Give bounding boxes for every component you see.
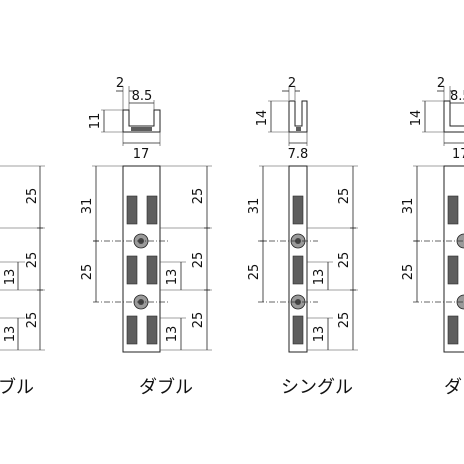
- slot: [126, 255, 138, 285]
- caption-right-partial: ダ: [444, 377, 462, 398]
- slot: [146, 315, 158, 345]
- dimension-pitch-c: 25: [25, 312, 40, 329]
- slot: [126, 195, 138, 225]
- column-single: [258, 165, 318, 353]
- figure-single: 2 14 7.8 31 25: [247, 76, 358, 398]
- caption-double: ダブル: [139, 376, 193, 398]
- dimension-thickness: 2: [116, 76, 124, 91]
- dimension-pitch-a: 25: [25, 188, 40, 205]
- slot: [292, 195, 304, 225]
- dimension-height: 11: [88, 113, 103, 130]
- slot: [447, 315, 459, 345]
- dimension-pitch-c: 25: [191, 312, 206, 329]
- slot: [146, 195, 158, 225]
- dimension-offset-mid: 25: [401, 264, 416, 281]
- figure-double: 2 8.5 11 17: [80, 76, 212, 398]
- caption-left-partial: ブル: [0, 376, 34, 398]
- profile-single: 2 14 7.8: [255, 76, 308, 162]
- dimension-slot-a: 13: [3, 269, 18, 286]
- dimension-offset-top: 31: [80, 198, 95, 215]
- dimension-slot-a: 13: [165, 269, 180, 286]
- slot: [292, 315, 304, 345]
- slot: [126, 315, 138, 345]
- slot: [447, 255, 459, 285]
- dimension-slot-b: 13: [165, 326, 180, 343]
- column-double: [93, 165, 170, 353]
- dimension-thickness: 2: [437, 76, 445, 91]
- figure-right-partial: 2 8.5 14 17 31 25 ダ: [401, 76, 464, 398]
- dimension-width: 17: [133, 147, 150, 162]
- dimension-height: 14: [255, 110, 270, 127]
- caption-single: シングル: [281, 377, 353, 398]
- dimension-slot-a: 13: [312, 269, 327, 286]
- figure-left-partial: 25 25 25 13 13 ブル: [0, 165, 45, 398]
- dimension-pitch-b: 25: [25, 252, 40, 269]
- dimension-slot-b: 13: [312, 326, 327, 343]
- dimension-offset-top: 31: [247, 198, 262, 215]
- dimension-height: 14: [409, 110, 424, 127]
- dimension-thickness: 2: [288, 76, 296, 91]
- slot: [146, 255, 158, 285]
- dimension-pitch-b: 25: [337, 252, 352, 269]
- dimension-width: 17: [452, 147, 464, 162]
- dimension-slot-b: 13: [3, 326, 18, 343]
- profile-double: 2 8.5 11 17: [88, 76, 161, 162]
- dimension-pitch-a: 25: [191, 188, 206, 205]
- dimension-offset-mid: 25: [247, 264, 262, 281]
- dimension-gap: 8.5: [450, 89, 464, 104]
- dimension-width: 7.8: [288, 147, 309, 162]
- dimension-pitch-a: 25: [337, 188, 352, 205]
- dimension-offset-mid: 25: [80, 264, 95, 281]
- slot: [292, 255, 304, 285]
- dimension-gap: 8.5: [132, 89, 153, 104]
- dimension-pitch-c: 25: [337, 312, 352, 329]
- dimension-pitch-b: 25: [191, 252, 206, 269]
- slot: [447, 195, 459, 225]
- dimension-offset-top: 31: [401, 198, 416, 215]
